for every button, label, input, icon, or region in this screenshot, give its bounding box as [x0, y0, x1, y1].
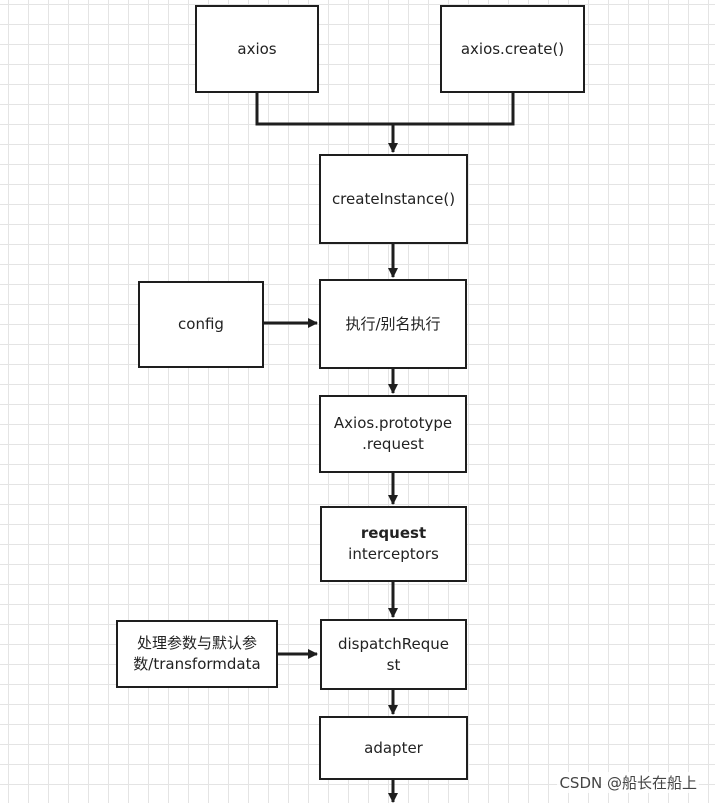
node-dispatch-line2: st	[386, 655, 401, 674]
node-execute-label: 执行/别名执行	[345, 314, 441, 333]
connector-axios-merge	[255, 92, 515, 126]
node-request-interceptors: request interceptors	[320, 506, 467, 582]
node-execute: 执行/别名执行	[319, 279, 467, 369]
node-axios-request-line1: Axios.prototype	[333, 414, 453, 432]
node-interceptors-line1: request	[360, 524, 427, 542]
node-config: config	[138, 281, 264, 368]
node-adapter: adapter	[319, 716, 468, 780]
node-axios-create-label: axios.create()	[460, 39, 565, 58]
node-axios-request-line2: .request	[362, 435, 424, 453]
node-config-label: config	[178, 315, 224, 333]
node-dispatch-line1: dispatchReque	[337, 634, 450, 653]
watermark: CSDN @船长在船上	[557, 772, 699, 793]
node-process-params: 处理参数与默认参 数/transformdata	[116, 620, 278, 688]
node-interceptors-line2: interceptors	[348, 545, 439, 563]
node-axios-prototype-request: Axios.prototype .request	[319, 395, 467, 473]
node-axios-label: axios	[237, 39, 277, 58]
node-create-instance: createInstance()	[319, 154, 468, 244]
node-dispatch-request: dispatchReque st	[320, 619, 467, 690]
node-process-params-line1: 处理参数与默认参	[136, 634, 257, 652]
node-adapter-label: adapter	[364, 738, 423, 757]
node-axios-create: axios.create()	[440, 5, 585, 93]
node-process-params-line2: 数/transformdata	[133, 655, 261, 673]
node-create-instance-label: createInstance()	[331, 189, 456, 208]
node-axios: axios	[195, 5, 319, 93]
